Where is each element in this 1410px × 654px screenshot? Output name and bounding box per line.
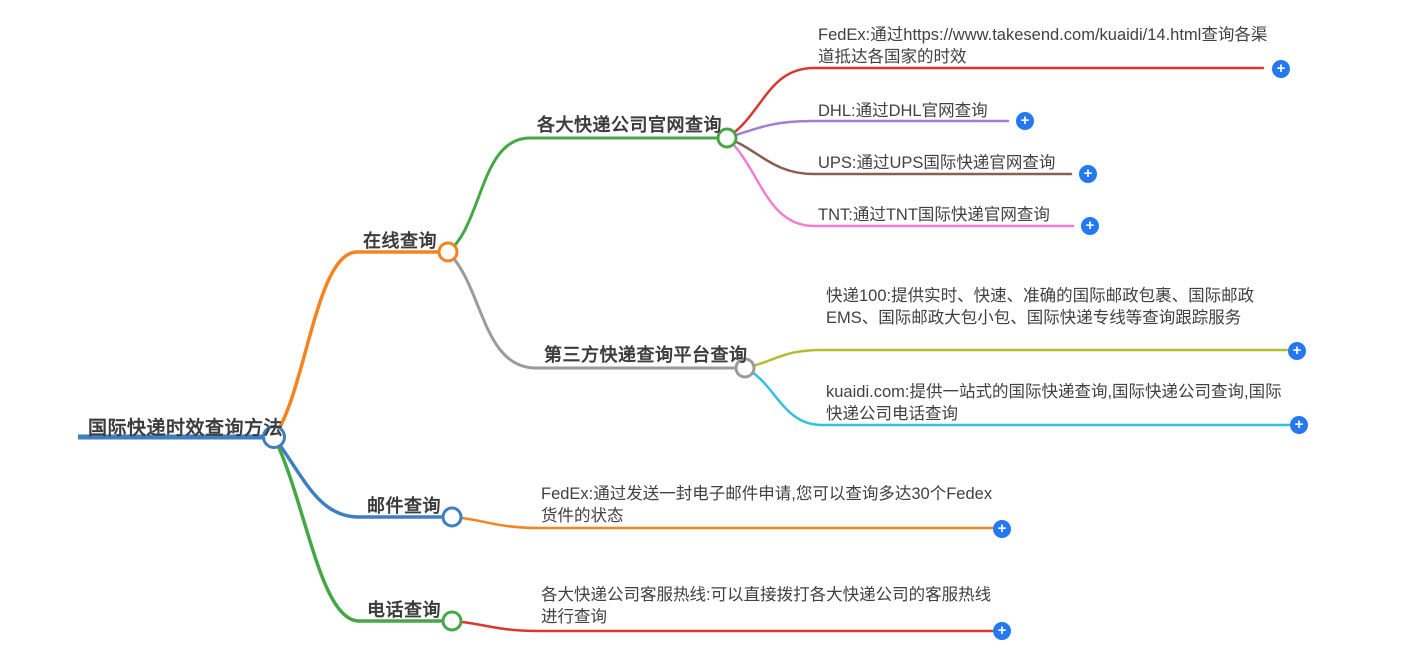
leaf-dhl-website[interactable]: DHL:通过DHL官网查询 <box>818 102 988 120</box>
leaf-fedex-website[interactable]: FedEx:通过https://www.takesend.com/kuaidi/… <box>818 26 1268 66</box>
edge-root-to-email <box>272 435 443 519</box>
leaf-kuaidi100[interactable]: 快递100:提供实时、快速、准确的国际邮政包裹、国际邮政EMS、国际邮政大包小包… <box>826 287 1255 327</box>
expand-button-fedex-email[interactable]: + <box>993 520 1011 538</box>
node-official-sites-label[interactable]: 各大快递公司官网查询 <box>537 115 722 135</box>
plus-icon: + <box>1294 416 1304 433</box>
plus-icon: + <box>1276 60 1286 77</box>
node-email-query-label[interactable]: 邮件查询 <box>367 496 441 516</box>
plus-icon: + <box>997 520 1007 537</box>
edge-online-to-third-party <box>446 250 736 370</box>
edge-online-to-official <box>446 136 718 254</box>
plus-icon: + <box>1292 342 1302 359</box>
expand-button-tnt[interactable]: + <box>1081 217 1099 235</box>
node-phone-query-label[interactable]: 电话查询 <box>367 600 441 620</box>
edge-official-to-fedex-web <box>725 66 1265 140</box>
official-node-handle[interactable] <box>716 127 738 149</box>
edge-official-to-ups <box>725 136 1073 176</box>
online-node-handle[interactable] <box>437 241 459 263</box>
email-node-handle[interactable] <box>441 506 463 528</box>
plus-icon: + <box>1083 165 1093 182</box>
phone-node-handle[interactable] <box>441 610 463 632</box>
expand-button-fedex-web[interactable]: + <box>1272 60 1290 78</box>
expand-button-ups[interactable]: + <box>1079 165 1097 183</box>
leaf-tnt-website[interactable]: TNT:通过TNT国际快递官网查询 <box>818 206 1050 224</box>
expand-button-kuaidi100[interactable]: + <box>1288 342 1306 360</box>
edge-official-to-dhl <box>725 119 1010 140</box>
node-online-query-label[interactable]: 在线查询 <box>363 231 437 251</box>
leaf-customer-hotline[interactable]: 各大快递公司客服热线:可以直接拨打各大快递公司的客服热线进行查询 <box>541 586 992 626</box>
edge-official-to-tnt <box>725 136 1075 228</box>
third-party-node-handle[interactable] <box>734 357 756 379</box>
expand-button-kuaidi-com[interactable]: + <box>1290 416 1308 434</box>
root-node-handle[interactable] <box>262 425 286 449</box>
node-third-party-platform-label[interactable]: 第三方快递查询平台查询 <box>544 345 748 365</box>
edge-third-party-to-kuaidi-com <box>743 366 1291 427</box>
leaf-ups-website[interactable]: UPS:通过UPS国际快递官网查询 <box>818 154 1056 172</box>
leaf-fedex-email-query[interactable]: FedEx:通过发送一封电子邮件申请,您可以查询多达30个Fedex货件的状态 <box>541 485 993 525</box>
expand-button-hotline[interactable]: + <box>993 622 1011 640</box>
leaf-kuaidi-com[interactable]: kuaidi.com:提供一站式的国际快递查询,国际快递公司查询,国际快递公司电… <box>826 383 1282 423</box>
edge-root-to-online <box>272 250 439 439</box>
plus-icon: + <box>1020 112 1030 129</box>
expand-button-dhl[interactable]: + <box>1016 112 1034 130</box>
plus-icon: + <box>1085 217 1095 234</box>
edge-root-to-phone <box>272 435 443 623</box>
edge-third-party-to-kuaidi100 <box>743 348 1289 370</box>
node-root-label[interactable]: 国际快递时效查询方法 <box>88 418 284 439</box>
plus-icon: + <box>997 622 1007 639</box>
